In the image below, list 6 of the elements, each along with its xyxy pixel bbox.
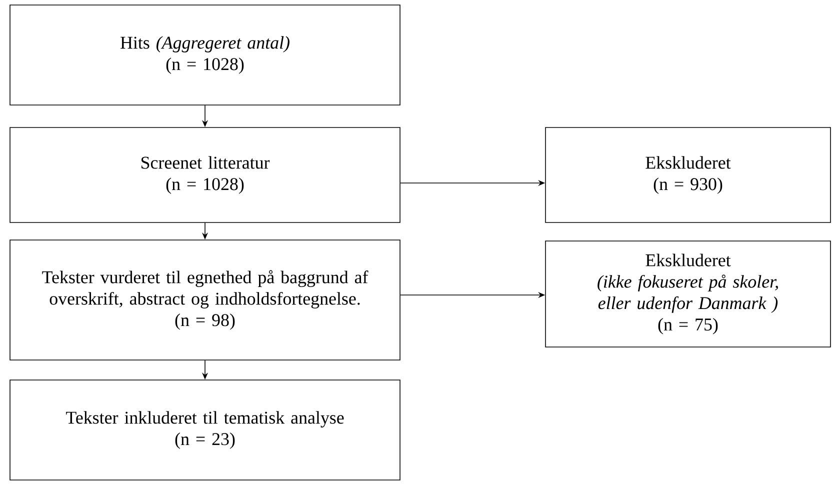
process-box: Screenet litteratur (n = 1028) [10, 127, 400, 223]
process-box: Ekskluderet (ikke fokuseret på skoler, eller udenfor Danmark ) (n = 75) [545, 240, 831, 348]
process-box: Hits (Aggregeret antal) (n = 1028) [10, 4, 400, 106]
process-box: Tekster inkluderet til tematisk analyse (n = 23) [10, 380, 400, 480]
process-box: Ekskluderet (n = 930) [545, 127, 831, 223]
process-box: Tekster vurderet til egnethed på baggrund af overskrift, abstract og indholdsfortegnelse. (n = 98) [10, 240, 400, 360]
